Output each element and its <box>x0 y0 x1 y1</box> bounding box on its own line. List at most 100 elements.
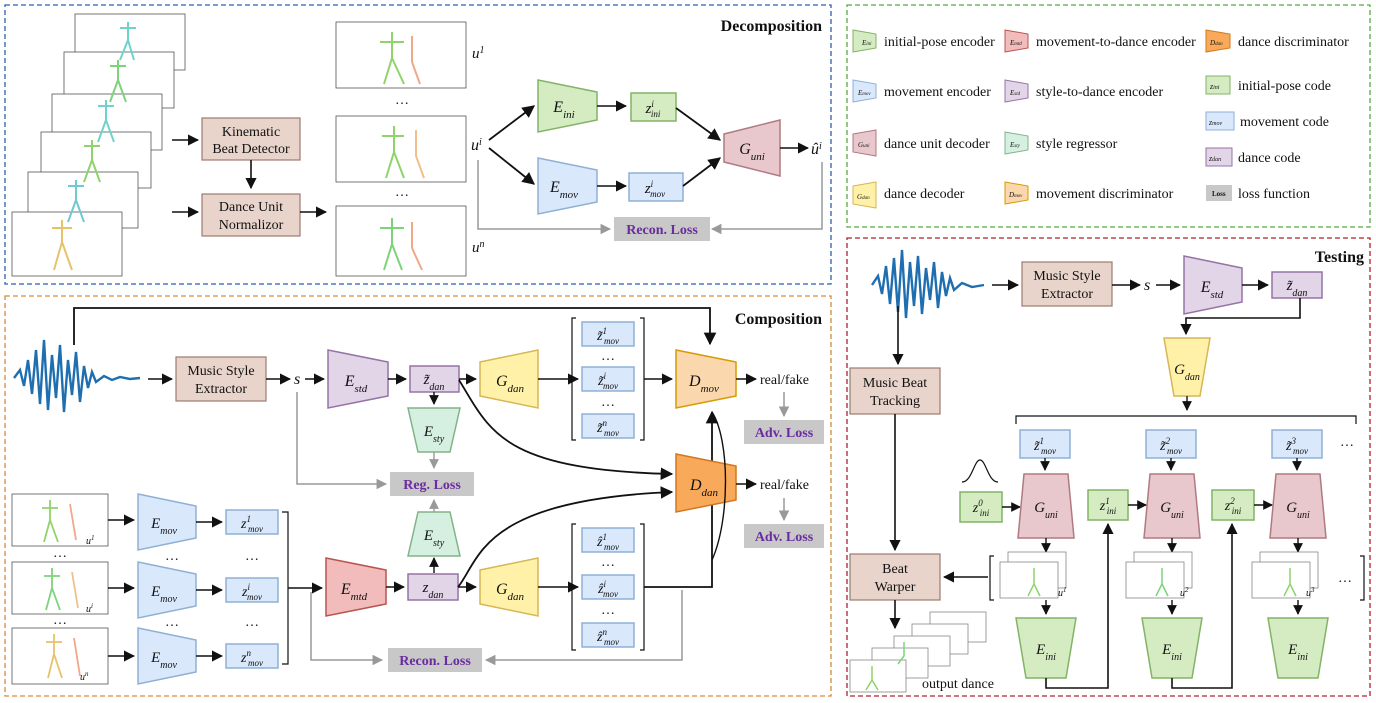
real-fake-dan: real/fake <box>760 478 809 493</box>
legend-e-std: style-to-dance encoder <box>1036 85 1163 100</box>
g-dan-decoder-comp2 <box>479 557 539 617</box>
d-dan-discriminator <box>675 453 737 513</box>
music-style-extractor-test <box>1021 261 1113 307</box>
real-fake-mov: real/fake <box>760 373 809 388</box>
composition-title: Composition <box>735 311 822 328</box>
svg-text:zmov: zmov <box>1208 118 1222 127</box>
input-skeleton-stack <box>11 13 186 277</box>
legend-d-mov: movement discriminator <box>1036 187 1174 202</box>
g-uni-test-2 <box>1143 473 1201 539</box>
e-std-encoder-test <box>1183 255 1243 315</box>
svg-text:…: … <box>601 395 615 410</box>
e-mov-column-comp: Emov … Emov … Emov <box>137 493 197 685</box>
svg-text:…: … <box>165 615 179 630</box>
music-beat-tracking-block <box>849 367 941 415</box>
unit-ellipsis-2: … <box>395 185 409 200</box>
legend-z-ini: initial-pose code <box>1238 79 1331 94</box>
svg-text:u1: u1 <box>1058 586 1067 599</box>
svg-text:…: … <box>601 555 615 570</box>
music-style-extractor-comp <box>175 356 267 402</box>
svg-text:Emtd: Emtd <box>1009 39 1022 47</box>
z-dan-tilde-test <box>1271 271 1323 299</box>
svg-text:…: … <box>245 549 259 564</box>
svg-text:Extractor: Extractor <box>1041 287 1093 302</box>
unit-ellipsis-1: … <box>395 93 409 108</box>
testing-panel <box>846 237 1371 697</box>
g-dan-decoder-comp <box>479 349 539 409</box>
svg-text:Recon. Loss: Recon. Loss <box>399 654 471 669</box>
decomposition-title: Decomposition <box>721 18 822 35</box>
svg-text:Emov: Emov <box>857 89 871 97</box>
audio-waveform-icon <box>871 249 985 319</box>
e-mov-encoder <box>537 157 598 215</box>
svg-text:Esty: Esty <box>1009 141 1021 149</box>
skeleton-frame-icon <box>989 551 1365 601</box>
e-ini-test-3 <box>1267 617 1329 679</box>
svg-text:zdan: zdan <box>1208 154 1221 163</box>
d-mov-discriminator <box>675 349 737 409</box>
svg-text:Adv. Loss: Adv. Loss <box>755 530 814 545</box>
svg-text:Reg. Loss: Reg. Loss <box>403 478 461 493</box>
svg-text:…: … <box>53 613 67 628</box>
e-sty-regressor-top <box>407 407 461 453</box>
generated-unit-frames: u1 u2 u3 … <box>989 551 1365 601</box>
dance-unit-normalizer-line1: Dance Unit <box>219 200 283 215</box>
testing-title: Testing <box>1315 249 1364 266</box>
z-dan-code <box>407 573 459 601</box>
kinematic-beat-detector-line1: Kinematic <box>222 125 280 140</box>
z-mov-code <box>628 172 684 202</box>
z-ini-code <box>630 92 677 122</box>
u1-label: u1 <box>472 45 485 63</box>
svg-text:…: … <box>165 549 179 564</box>
legend-loss: loss function <box>1238 187 1310 202</box>
svg-text:Tracking: Tracking <box>870 394 920 409</box>
g-uni-test-3 <box>1269 473 1327 539</box>
output-dance-stack: output dance <box>849 611 994 693</box>
adv-loss-dan <box>744 524 824 548</box>
svg-text:u1: u1 <box>86 534 95 547</box>
g-uni-decoder <box>723 119 781 177</box>
svg-text:Estd: Estd <box>1009 89 1021 97</box>
svg-text:Gdan: Gdan <box>857 193 870 201</box>
svg-text:un: un <box>80 670 89 683</box>
e-mtd-encoder <box>325 557 387 617</box>
recon-loss-decomp <box>614 217 710 241</box>
svg-text:…: … <box>53 546 67 561</box>
composition-panel <box>4 295 832 697</box>
legend: Eini initial-pose encoder Emtd movement-… <box>852 29 1349 209</box>
svg-text:Ddan: Ddan <box>1209 39 1223 47</box>
svg-text:Eini: Eini <box>861 39 872 47</box>
legend-d-dan: dance discriminator <box>1238 35 1349 50</box>
svg-text:Adv. Loss: Adv. Loss <box>755 426 814 441</box>
skeleton-frame-icon <box>849 611 987 693</box>
z-mov-tilde-1-test <box>1019 429 1071 459</box>
movement-unit-stack: u1 ui un … … <box>11 493 109 685</box>
svg-text:Dmov: Dmov <box>1008 191 1023 199</box>
ui-label: ui <box>471 137 482 155</box>
legend-e-mov: movement encoder <box>884 85 991 100</box>
svg-text:…: … <box>1340 435 1354 450</box>
svg-text:…: … <box>245 615 259 630</box>
legend-z-dan: dance code <box>1238 151 1301 166</box>
svg-text:u3: u3 <box>1306 586 1315 599</box>
s-label-comp: s <box>294 371 300 388</box>
svg-text:Guni: Guni <box>858 141 870 149</box>
g-uni-test-1 <box>1017 473 1075 539</box>
svg-text:zini: zini <box>1209 82 1220 91</box>
svg-text:Loss: Loss <box>1212 190 1226 198</box>
skeleton-frame-icon <box>11 493 109 685</box>
e-ini-test-1 <box>1015 617 1077 679</box>
adv-loss-mov <box>744 420 824 444</box>
e-ini-encoder <box>537 79 598 133</box>
reg-loss <box>390 472 474 496</box>
legend-e-sty: style regressor <box>1036 137 1118 152</box>
svg-text:Music Style: Music Style <box>187 364 254 379</box>
legend-g-dan: dance decoder <box>884 187 965 202</box>
e-sty-regressor-bottom <box>407 511 461 557</box>
u-hat-label: ûi <box>811 141 822 159</box>
dance-unit-stack: … … u1 un <box>335 21 485 277</box>
